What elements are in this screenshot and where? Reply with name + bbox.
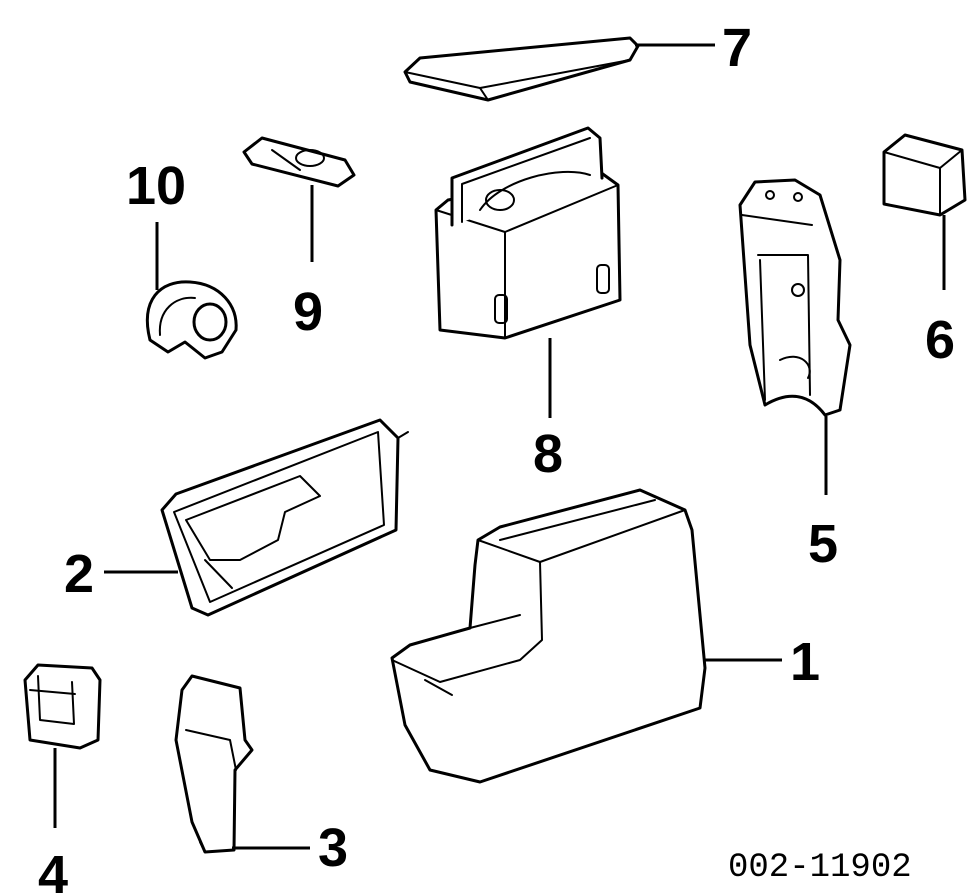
callout-6: 6 [925,310,955,370]
part-3-latch [174,674,254,854]
part-1-console-base [390,488,707,784]
part-7-lid-pad [403,36,640,102]
part-9-button [242,136,356,188]
part-6-cap [882,133,967,217]
figure-code: 002-11902 [728,849,912,887]
callout-labels: 1 2 3 4 5 6 7 8 9 10 [38,18,955,896]
callout-4: 4 [38,845,68,896]
callout-10: 10 [126,156,186,216]
callout-7: 7 [722,18,752,78]
callout-3: 3 [318,818,348,878]
part-5-hinge-bracket [738,178,852,417]
part-8-storage-bin [434,126,622,340]
part-2-tray [160,418,409,617]
callout-5: 5 [808,514,838,574]
callout-8: 8 [533,424,563,484]
part-4-block [23,663,102,750]
callout-1: 1 [790,632,820,692]
leader-lines [53,43,946,850]
callout-9: 9 [293,282,323,342]
part-10-clip [145,280,238,360]
callout-2: 2 [64,544,94,604]
